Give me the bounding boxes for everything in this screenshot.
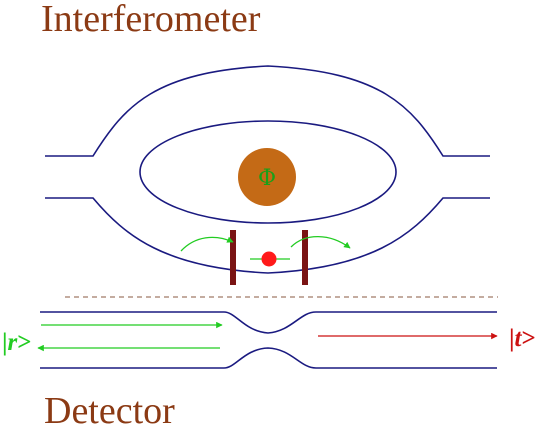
interferometer-outer-edge xyxy=(45,65,490,274)
inner-island xyxy=(139,120,397,224)
particle xyxy=(261,251,277,267)
flux-disk xyxy=(238,148,296,206)
left-gate xyxy=(230,230,236,285)
interferometer-title: Interferometer xyxy=(41,0,261,40)
ket-t-symbol: t xyxy=(515,325,523,352)
tunnel-arrow-left xyxy=(180,236,234,252)
ket-t-label: |t> xyxy=(509,325,536,352)
tunnel-arrow-right xyxy=(290,236,351,249)
ket-r-close: > xyxy=(17,329,31,356)
ket-r-symbol: r xyxy=(8,329,18,356)
ket-r-bar: | xyxy=(2,329,8,356)
ket-r-label: |r> xyxy=(2,329,32,356)
ket-t-bar: | xyxy=(509,325,515,352)
flux-symbol: Φ xyxy=(258,166,276,191)
detector-channel xyxy=(40,311,497,369)
detector-title: Detector xyxy=(44,390,175,432)
ket-t-close: > xyxy=(521,325,535,352)
right-gate xyxy=(302,230,308,285)
